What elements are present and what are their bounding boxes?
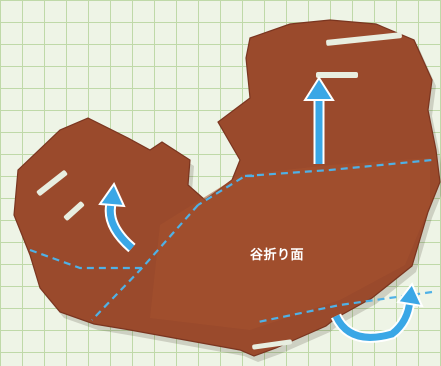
slit-upper: [316, 72, 358, 78]
valley-fold-surface-label: 谷折り面: [250, 244, 304, 263]
